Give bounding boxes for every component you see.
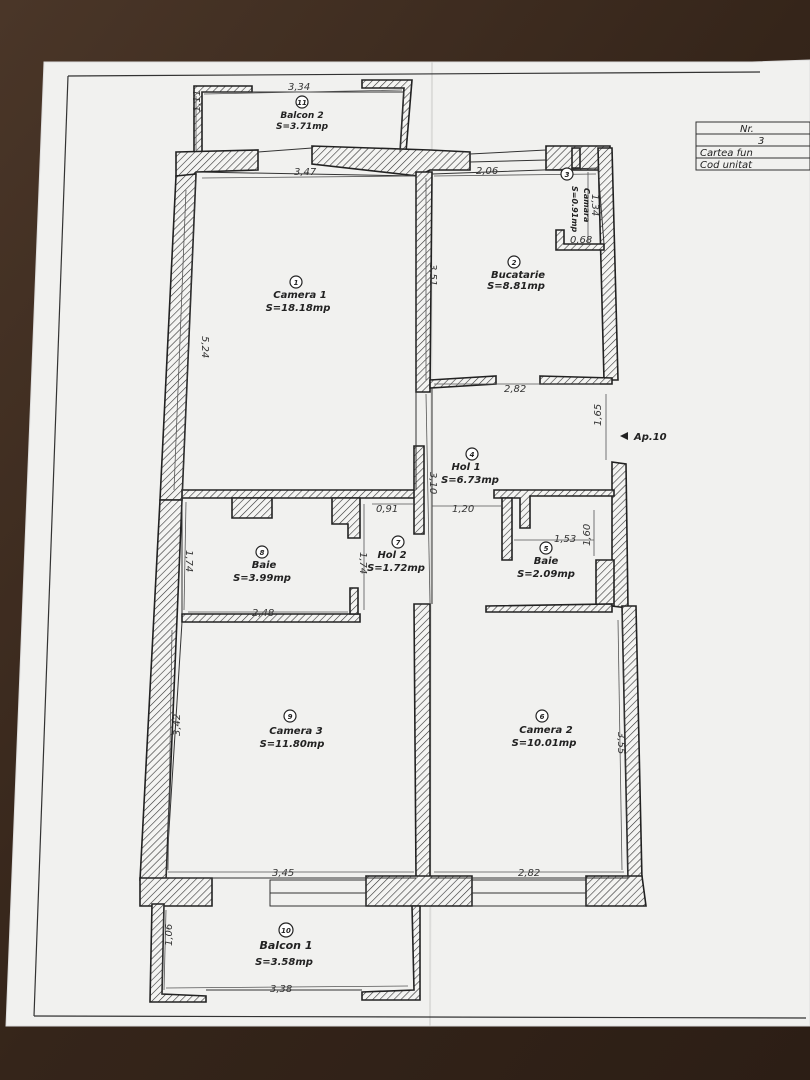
dim-hol2-width: 0,91 [376,504,398,515]
title-block-cod: Cod unitat [700,160,753,171]
room-area: S=3.71mp [276,122,329,132]
title-block-nr: Nr. [740,124,754,135]
title-block-cartea: Cartea fun [700,148,753,159]
room-area: S=6.73mp [441,475,499,486]
room-name: Balcon 2 [280,111,323,121]
dim-balcon1-depth: 1,06 [164,924,175,946]
walls [139,79,647,1003]
room-number: 8 [260,549,265,557]
room-camera-3: 9 Camera 3 S=11.80mp [260,709,325,750]
room-hol-2: 7 Hol 2 S=1.72mp [367,535,425,574]
dim-bucatarie-width: 2,06 [476,166,498,177]
dim-camera2-width: 2,82 [518,868,540,879]
entrance-label: Ap.10 [633,432,667,443]
room-camera-2: 6 Camera 2 S=10.01mp [512,709,577,749]
room-area: S=3.58mp [255,957,313,968]
dim-balcon2-width: 3,34 [288,82,310,93]
dim-hol1-passage: 1,20 [452,504,474,515]
room-number: 2 [512,259,517,267]
room-area: S=0.91mp [570,186,579,233]
dim-hol1-height: 3,10 [427,472,438,494]
room-name: Hol 1 [451,462,480,473]
room-area: S=11.80mp [260,739,325,750]
room-balcon-1: 10 Balcon 1 S=3.58mp [255,922,313,968]
room-camara: 3 Camara S=0.91mp [560,167,591,233]
room-name: Camara [582,188,591,222]
room-bucatarie: 2 Bucatarie S=8.81mp [487,255,545,292]
room-area: S=2.09mp [517,569,575,580]
dim-camera1-height: 5,24 [199,336,210,358]
dim-camera1-width: 3,47 [294,167,317,178]
room-number: 7 [396,539,401,547]
room-area: S=8.81mp [487,281,545,292]
drawing-frame-bottom [33,1015,807,1019]
room-number: 11 [297,99,307,107]
title-block: Nr. 3 Cartea fun Cod unitat [695,121,810,171]
room-name: Hol 2 [377,550,406,561]
dim-hol1-width: 2,82 [504,384,526,395]
room-name: Camera 2 [519,725,572,736]
room-area: S=1.72mp [367,563,425,574]
dim-hol2-height: 1,74 [357,552,368,574]
room-name: Bucatarie [491,270,545,281]
dim-baie5-width: 1,53 [554,534,576,545]
room-name: Camera 1 [273,290,326,301]
room-number: 6 [540,713,545,721]
dim-camera2-height: 3,55 [615,732,626,754]
room-name: Balcon 1 [260,939,313,952]
room-area: S=3.99mp [233,573,291,584]
dim-balcon1-width: 3,38 [270,984,292,995]
room-area: S=18.18mp [266,303,331,314]
dim-baie5-height: 1,60 [582,524,593,546]
entrance-marker: Ap.10 [620,432,667,443]
dim-baie8-height: 1,74 [183,550,194,572]
room-number: 1 [294,279,299,287]
title-block-row2: 3 [758,136,764,147]
room-number: 9 [288,713,293,721]
room-camera-1: 1 Camera 1 S=18.18mp [266,275,331,314]
dim-camera3-width: 3,45 [272,868,294,879]
room-number: 10 [281,927,291,935]
room-area: S=10.01mp [512,738,577,749]
windows [206,147,587,991]
room-name: Baie [252,560,277,571]
room-hol-1: 4 Hol 1 S=6.73mp [441,447,499,486]
dim-hol1-depth: 1,65 [593,404,604,426]
room-number: 4 [470,451,475,459]
drawing-frame-left [33,75,69,1017]
room-name: Camera 3 [269,726,322,737]
dim-camara-height: 1,34 [589,194,600,216]
room-baie-8: 8 Baie S=3.99mp [233,545,291,584]
room-number: 3 [565,171,570,179]
dim-baie8-width: 2,48 [252,608,274,619]
drawing-frame [67,71,761,77]
dim-bucatarie-height: 3,51 [427,264,438,286]
room-baie-5: 5 Baie S=2.09mp [517,541,575,580]
dimension-labels: 3,34 1,11 3,47 2,06 5,24 3,51 1,34 0,68 … [164,82,626,995]
dimension-lines [163,89,624,991]
inner-outlines [161,91,629,995]
room-balcon-2: 11 Balcon 2 S=3.71mp [276,95,329,132]
room-name: Baie [534,556,559,567]
dim-camara-width: 0,68 [570,235,592,246]
room-number: 5 [544,545,549,553]
dim-balcon2-depth: 1,11 [192,90,203,112]
dim-camera3-height: 3,42 [172,714,183,736]
